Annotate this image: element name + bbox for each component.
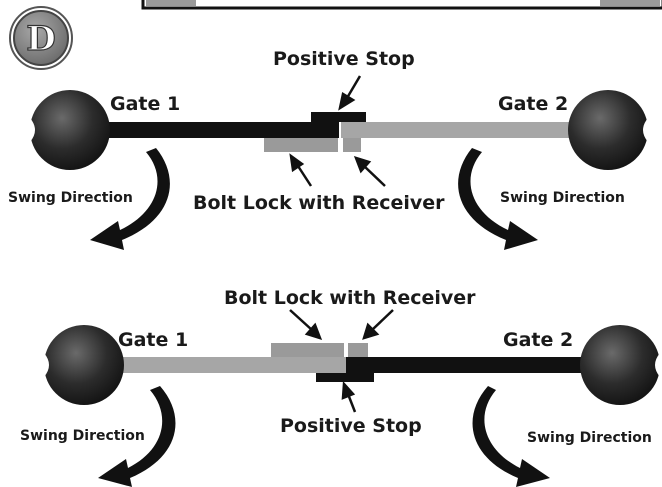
bolt-lock-label-bottom: Bolt Lock with Receiver — [224, 287, 476, 309]
badge-letter: D — [26, 19, 55, 59]
bolt-lock — [264, 138, 338, 152]
swing-arrow-left — [90, 148, 170, 250]
positive-stop-label-bottom: Positive Stop — [280, 415, 422, 437]
positive-stop-pointer-bottom — [341, 380, 357, 413]
swing-arrow-right — [458, 148, 538, 250]
gate-1-bar-bottom — [100, 357, 345, 373]
bolt-lock-bottom — [271, 343, 344, 357]
hinge-post-left-bottom — [40, 325, 124, 405]
section-badge: D — [9, 6, 73, 70]
swing-direction-right-label: Swing Direction — [500, 190, 625, 206]
top-frame — [141, 0, 662, 10]
hinge-post-right-bottom — [580, 325, 662, 405]
bolt-lock-pointer-1 — [289, 153, 313, 187]
swing-direction-right-label-bottom: Swing Direction — [527, 430, 652, 446]
gate-1-label-bottom: Gate 1 — [118, 329, 188, 351]
positive-stop-label: Positive Stop — [273, 48, 415, 70]
bolt-lock-label: Bolt Lock with Receiver — [193, 192, 445, 214]
receiver-bottom — [348, 343, 368, 357]
positive-stop-pointer — [338, 75, 362, 111]
swing-direction-left-label: Swing Direction — [8, 190, 133, 206]
hinge-post-left — [26, 90, 110, 170]
swing-direction-left-label-bottom: Swing Direction — [20, 428, 145, 444]
gate-1-bar — [80, 122, 318, 138]
swing-arrow-left-bottom — [98, 386, 176, 487]
bolt-lock-pointer-1-bottom — [289, 309, 323, 340]
gate-1-label: Gate 1 — [110, 93, 180, 115]
swing-arrow-right-bottom — [472, 386, 550, 487]
gate-2-bar-bottom — [348, 357, 588, 373]
receiver — [343, 138, 361, 152]
bolt-lock-pointer-2 — [353, 156, 386, 187]
gate-2-bar — [340, 122, 602, 138]
gate-2-label-bottom: Gate 2 — [503, 329, 573, 351]
hinge-post-right — [568, 90, 652, 170]
top-diagram: Gate 1 Gate 2 Positive Stop Bolt Lock wi… — [8, 48, 652, 250]
bolt-lock-pointer-2-bottom — [362, 309, 394, 340]
bottom-diagram: Gate 1 Gate 2 Bolt Lock with Receiver Po… — [20, 287, 662, 487]
gate-2-label: Gate 2 — [498, 93, 568, 115]
